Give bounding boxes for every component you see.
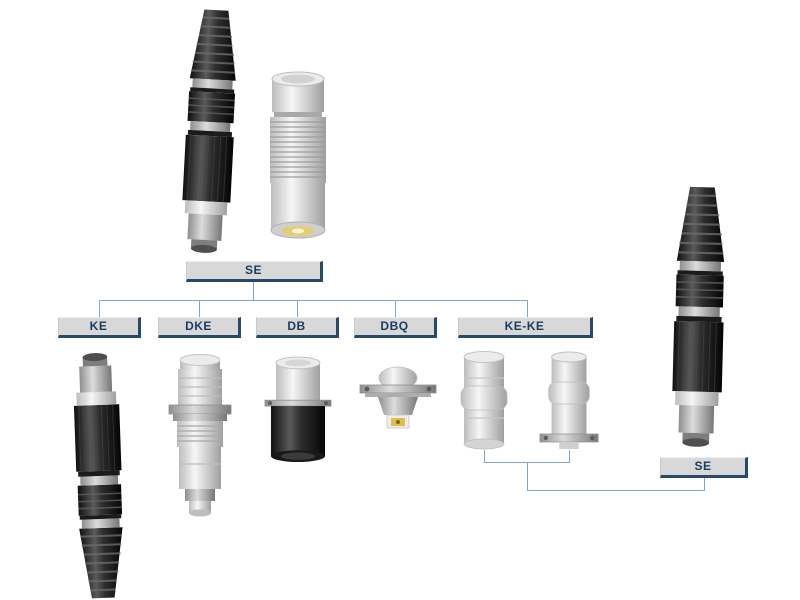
series-label-keke: KE-KE [458,317,593,338]
tree-line [527,300,528,317]
dbq-receptacle-image [359,366,437,429]
tree-line [199,300,200,317]
se-plug-image [178,7,242,256]
dke-plug-image [168,353,232,518]
se-plug-right-image [669,185,729,449]
ke-plug-image [71,351,127,600]
tree-line [484,450,485,463]
db-receptacle-image [264,356,332,463]
tree-line [99,300,100,317]
se-receptacle-image [269,71,327,239]
series-label-dke: DKE [158,317,241,338]
series-label-se: SE [186,261,323,282]
keke-coupler-right-image [539,351,599,450]
series-label-db: DB [256,317,339,338]
series-label-dbq: DBQ [354,317,437,338]
tree-line [527,490,705,491]
tree-line [704,478,705,490]
keke-coupler-left-image [460,350,508,450]
tree-line [569,450,570,463]
tree-line [395,300,396,317]
tree-line [527,462,528,490]
tree-line [99,300,528,301]
series-label-se-right: SE [660,457,748,478]
tree-line [253,282,254,300]
tree-line [297,300,298,317]
series-label-ke: KE [58,317,141,338]
